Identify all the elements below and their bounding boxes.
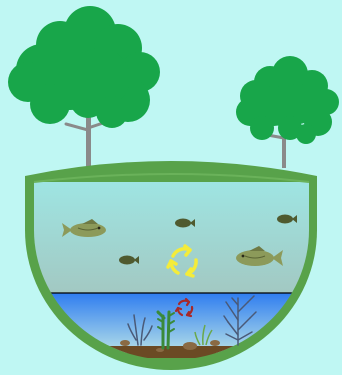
tree-foliage — [8, 6, 160, 128]
tree-left — [8, 6, 160, 172]
tree-right — [236, 56, 339, 168]
tree-foliage — [236, 56, 339, 144]
upper-water-layer — [0, 170, 342, 294]
